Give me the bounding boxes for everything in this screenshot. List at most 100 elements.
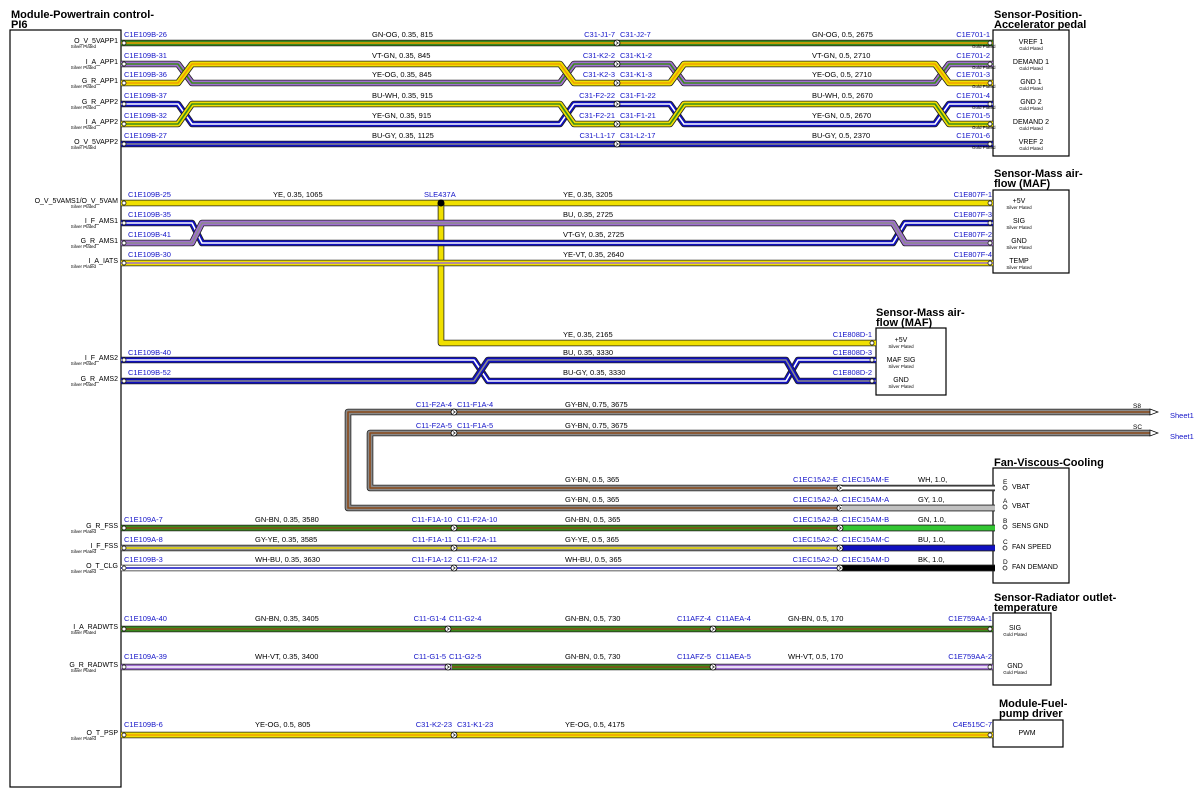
sc-inline-connector-icon — [450, 429, 458, 437]
s8-wire[interactable] — [344, 408, 1150, 512]
fan-pin-3-name: FAN SPEED — [1012, 544, 1051, 551]
fan-title-line-1: Fan-Viscous-Cooling — [994, 457, 1104, 469]
pcm-pin-13-plating: Silver Plated — [71, 549, 97, 554]
r2-pcm-pin — [121, 664, 127, 670]
fb-pcm-label: C1E109A-7 — [124, 515, 163, 524]
maf2-wire[interactable] — [121, 219, 993, 247]
fb-w2-label: GN-BN, 0.5, 365 — [565, 515, 620, 524]
pcm-pin-8-plating: Silver Plated — [71, 244, 97, 249]
pcm-pin-15-plating: Silver Plated — [71, 630, 97, 635]
fd-pcm-label: C1E109B-3 — [124, 555, 163, 564]
app-end-plating-2: Gold Plated — [972, 84, 996, 89]
maf1_pins-pin-0-plating: Silver Plated — [1006, 205, 1032, 210]
rad-title-line-1: Sensor-Radiator outlet- — [994, 592, 1117, 604]
rad-title-line-2: temperature — [994, 602, 1058, 614]
fan-end-pin-2 — [1002, 524, 1008, 530]
app5-end-pin — [987, 121, 993, 127]
pcm-pin-8-name: G_R_AMS1 — [81, 238, 118, 245]
maf2_pins-pin-2-plating: Silver Plated — [888, 384, 914, 389]
mafb3-wire[interactable] — [121, 356, 876, 385]
maf3-wire[interactable] — [121, 219, 993, 247]
pcm-pin-10-plating: Silver Plated — [71, 361, 97, 366]
fc-w3-label: BU, 1.0, — [918, 535, 945, 544]
app4-pcm-label: C1E109B-37 — [124, 91, 167, 100]
app-end-plating-5: Gold Plated — [972, 145, 996, 150]
app5-wire[interactable] — [121, 100, 993, 128]
fan-pin-0-name: VBAT — [1012, 484, 1030, 491]
splice-node-icon — [437, 199, 445, 207]
r1-inline-connector-1-icon — [444, 625, 452, 633]
sc-sheet-label: Sheet1 — [1170, 432, 1194, 441]
app5-w1-label: YE-GN, 0.35, 915 — [372, 111, 431, 120]
maf2-sensor-box — [875, 327, 947, 396]
app6-w2-label: BU-GY, 0.5, 2370 — [812, 131, 870, 140]
s8-ic1-label: C11-F2A-4 — [416, 400, 452, 409]
fan-end-pin-1 — [1002, 504, 1008, 510]
maf2-title-line-1: Sensor-Mass air- — [876, 307, 965, 319]
app1-end-label: C1E701-1 — [956, 30, 990, 39]
maf4-pcm-label: C1E109B-30 — [128, 250, 171, 259]
fc-ic2-label: C11-F2A-11 — [457, 535, 497, 544]
r1-inline-connector-2-icon — [709, 625, 717, 633]
app5-ic2-label: C31-F1-21 — [620, 111, 656, 120]
app-title-line-2: Accelerator pedal — [994, 19, 1086, 31]
r1-w3-label: GN-BN, 0.5, 170 — [788, 614, 843, 623]
app3-wire[interactable] — [121, 60, 993, 87]
pcm-title-line-1: Module-Powertrain control- — [11, 9, 154, 21]
app3-ic1-label: C31-K2-3 — [583, 70, 615, 79]
mafb3-w-label: BU-GY, 0.35, 3330 — [563, 368, 625, 377]
maf-branch-wire[interactable] — [437, 203, 876, 347]
sc-wire[interactable] — [366, 429, 1150, 492]
maf1-end-pin-2 — [987, 240, 993, 246]
fa-w-label: GY-BN, 0.5, 365 — [565, 495, 619, 504]
fuel_pins-pin-0-name: PWM — [1018, 730, 1035, 737]
app3-w2-label: YE-OG, 0.5, 2710 — [812, 70, 872, 79]
maf1_pins-pin-1-plating: Silver Plated — [1006, 225, 1032, 230]
fc-pcm-pin — [121, 545, 127, 551]
p-pcm-pin — [121, 732, 127, 738]
pcm-pin-15-name: I_A_RADWTS — [73, 624, 118, 631]
app1-ic2-label: C31-J2-7 — [620, 30, 651, 39]
r1-w2-label: GN-BN, 0.5, 730 — [565, 614, 620, 623]
pcm-pin-2-name: G_R_APP1 — [82, 78, 118, 85]
r1-ic1-label: C11-G1-4 — [414, 614, 446, 623]
maf1-pcm-pin-0 — [121, 200, 127, 206]
r1-w1-label: GN-BN, 0.35, 3405 — [255, 614, 319, 623]
r1-end-pin — [987, 626, 993, 632]
app_pins-pin-4-name: DEMAND 2 — [1013, 119, 1049, 126]
mafb2-wire[interactable] — [121, 356, 876, 385]
app4-ic1-label: C31-F2-22 — [579, 91, 615, 100]
fb-w3-label: GN, 1.0, — [918, 515, 946, 524]
pcm-pin-0-name: O_V_5VAPP1 — [74, 38, 118, 45]
fc-pcm-label: C1E109A-8 — [124, 535, 163, 544]
app1-w2-label: GN-OG, 0.5, 2675 — [812, 30, 873, 39]
fa-ic1-label: C1EC15A2-A — [793, 495, 838, 504]
app5-ic1-label: C31-F2-21 — [579, 111, 615, 120]
pcm-pin-12-plating: Silver Plated — [71, 529, 97, 534]
r2-ic1-label: C11-G1-5 — [414, 652, 446, 661]
sc-w-label: GY-BN, 0.75, 3675 — [565, 421, 628, 430]
maf3-pcm-label: C1E109B-41 — [128, 230, 171, 239]
app3-w1-label: YE-OG, 0.35, 845 — [372, 70, 432, 79]
pcm-pin-12-name: G_R_FSS — [86, 523, 118, 530]
fb-inline-connector-1-icon — [450, 524, 458, 532]
maf4-w-label: YE-VT, 0.35, 2640 — [563, 250, 624, 259]
fan-pin-2-name: SENS GND — [1012, 523, 1049, 530]
app5-inline-connector-icon — [613, 120, 621, 128]
fb-ic2-label: C11-F2A-10 — [457, 515, 497, 524]
r2-inline-connector-2-icon — [709, 663, 717, 671]
app4-w1-label: BU-WH, 0.35, 915 — [372, 91, 433, 100]
mafb1-w-label: YE, 0.35, 2165 — [563, 330, 613, 339]
app2-ic1-label: C31-K2-2 — [583, 51, 615, 60]
app-end-plating-4: Gold Plated — [972, 125, 996, 130]
maf1-title-line-1: Sensor-Mass air- — [994, 168, 1083, 180]
sc-arrow-icon — [1149, 429, 1159, 437]
app1-pcm-label: C1E109B-26 — [124, 30, 167, 39]
app4-w2-label: BU-WH, 0.5, 2670 — [812, 91, 873, 100]
app6-inline-connector-icon — [613, 140, 621, 148]
maf2-title-line-2: flow (MAF) — [876, 317, 933, 329]
r2-ic4-label: C11AEA-5 — [716, 652, 751, 661]
maf1-title-line-2: flow (MAF) — [994, 178, 1051, 190]
app2-inline-connector-icon — [613, 60, 621, 68]
fc-w1-label: GY-YE, 0.35, 3585 — [255, 535, 317, 544]
